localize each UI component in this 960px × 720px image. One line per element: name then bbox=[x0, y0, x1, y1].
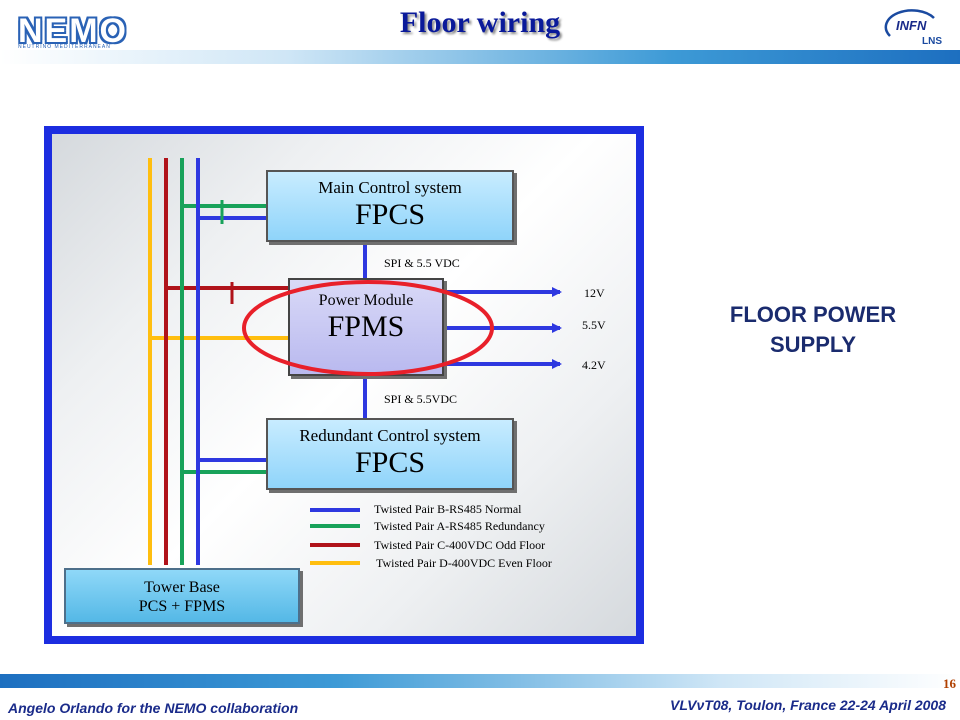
legend-label-red: Twisted Pair C-400VDC Odd Floor bbox=[374, 538, 546, 552]
infn-logo: INFN LNS bbox=[880, 8, 950, 48]
spi-top-label: SPI & 5.5 VDC bbox=[384, 256, 460, 270]
tower-base-line1: Tower Base bbox=[144, 579, 220, 596]
floor-power-line2: SUPPLY bbox=[769, 332, 856, 357]
power-module-caption: Power Module bbox=[318, 292, 414, 309]
main-fpcs-caption: Main Control system bbox=[318, 178, 462, 197]
wire-blue-b bbox=[196, 158, 367, 565]
main-fpcs-label: FPCS bbox=[354, 198, 426, 231]
floor-power-supply-note: FLOOR POWER SUPPLY bbox=[688, 300, 938, 360]
page-number: 16 bbox=[943, 676, 956, 691]
output-12v-label: 12V bbox=[584, 286, 605, 300]
footer-author: Angelo Orlando for the NEMO collaboratio… bbox=[8, 700, 299, 716]
main-fpcs-box: Main Control system FPCS bbox=[266, 170, 514, 242]
footer-event: VLVνT08, Toulon, France 22-24 April 2008 bbox=[670, 697, 946, 713]
redundant-fpcs-box: Redundant Control system FPCS bbox=[266, 418, 514, 490]
output-arrows bbox=[444, 287, 562, 369]
tower-base-box: Tower Base PCS + FPMS bbox=[64, 568, 300, 624]
header-bar bbox=[0, 50, 960, 64]
svg-text:LNS: LNS bbox=[922, 36, 942, 47]
nemo-logo-text: NEMO bbox=[18, 12, 128, 50]
legend-label-green: Twisted Pair A-RS485 Redundancy bbox=[374, 519, 545, 533]
legend-label-blue: Twisted Pair B-RS485 Normal bbox=[374, 502, 522, 516]
power-module-box: Power Module FPMS bbox=[288, 278, 444, 376]
floor-power-line1: FLOOR POWER bbox=[729, 302, 897, 327]
footer-bar bbox=[0, 674, 960, 688]
slide-title: Floor wiring bbox=[399, 6, 561, 39]
redundant-fpcs-caption: Redundant Control system bbox=[299, 426, 481, 445]
redundant-fpcs-label: FPCS bbox=[354, 446, 426, 479]
legend-swatches bbox=[310, 508, 360, 565]
power-module-label: FPMS bbox=[327, 310, 405, 343]
output-5v5-label: 5.5V bbox=[582, 318, 606, 332]
tower-base-line2: PCS + FPMS bbox=[138, 598, 226, 615]
svg-text:INFN: INFN bbox=[896, 18, 927, 33]
output-4v2-label: 4.2V bbox=[582, 358, 606, 372]
legend-label-yellow: Twisted Pair D-400VDC Even Floor bbox=[376, 556, 552, 570]
spi-bottom-label: SPI & 5.5VDC bbox=[384, 392, 458, 406]
